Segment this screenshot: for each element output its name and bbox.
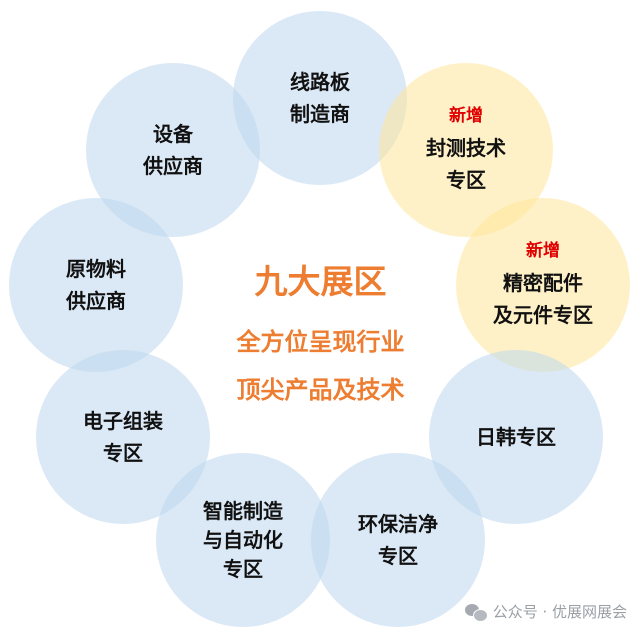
- zone-smart-manufacturing: 智能制造 与自动化 专区: [156, 453, 330, 627]
- zone-label: 及元件专区: [493, 303, 593, 327]
- zone-label: 环保洁净: [358, 512, 438, 536]
- watermark: 公众号 · 优展网展会: [464, 601, 627, 622]
- watermark-text: 公众号 · 优展网展会: [492, 603, 627, 621]
- zone-label: 智能制造: [203, 498, 283, 523]
- zone-label: 日韩专区: [476, 425, 556, 449]
- zone-label: 原物料: [66, 257, 126, 281]
- zone-label: 线路板: [290, 70, 350, 94]
- zone-label: 精密配件: [503, 271, 583, 295]
- zone-label: 专区: [103, 441, 143, 465]
- zone-raw-materials: 原物料 供应商: [9, 198, 183, 372]
- zone-pcb: 线路板 制造商: [233, 11, 407, 185]
- zone-precision-parts: 新增 精密配件 及元件专区: [456, 198, 630, 372]
- new-badge: 新增: [449, 106, 483, 126]
- zone-label: 专区: [446, 168, 486, 192]
- new-badge: 新增: [526, 241, 560, 261]
- zone-label: 制造商: [290, 102, 350, 126]
- zone-label: 供应商: [143, 154, 203, 178]
- zone-label: 封测技术: [426, 136, 506, 160]
- zone-label: 电子组装: [83, 409, 163, 433]
- zone-label: 专区: [223, 556, 263, 581]
- zone-eco-clean: 环保洁净 专区: [311, 453, 485, 627]
- zone-label: 专区: [378, 544, 418, 568]
- zone-label: 与自动化: [203, 527, 283, 552]
- wechat-icon: [464, 603, 488, 622]
- zone-label: 供应商: [66, 289, 126, 313]
- diagram-subtitle-line-1: 全方位呈现行业: [236, 328, 405, 356]
- diagram-title: 九大展区: [254, 262, 387, 301]
- diagram-subtitle-line-2: 顶尖产品及技术: [236, 376, 405, 404]
- zone-label: 设备: [153, 122, 193, 146]
